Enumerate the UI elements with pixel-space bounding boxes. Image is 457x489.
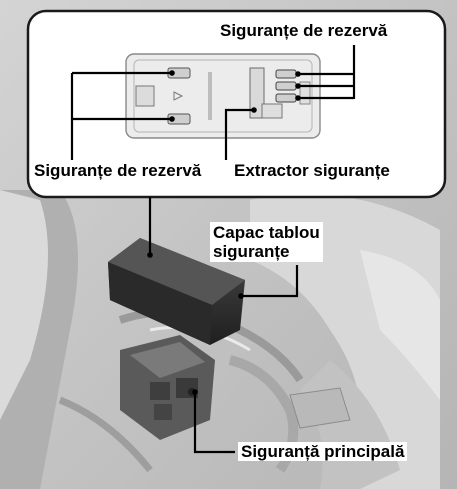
main-fuse-block [120,335,215,440]
leader-lines [70,45,356,454]
label-fuse-box-cover-line1: Capac tablou [213,223,320,242]
label-fuse-box-cover: Capac tablou siguranțe [210,222,323,262]
leader-dots [147,70,301,395]
fuse-box-cover [108,238,245,345]
label-fuse-puller: Extractor siguranțe [234,161,390,180]
label-spare-fuses-top: Siguranțe de rezervă [220,21,388,40]
label-main-fuse: Siguranță principală [238,442,408,461]
fuse-box-illustration [125,53,321,139]
label-spare-fuses-bottom: Siguranțe de rezervă [34,161,202,180]
label-fuse-box-cover-line2: siguranțe [213,242,290,261]
